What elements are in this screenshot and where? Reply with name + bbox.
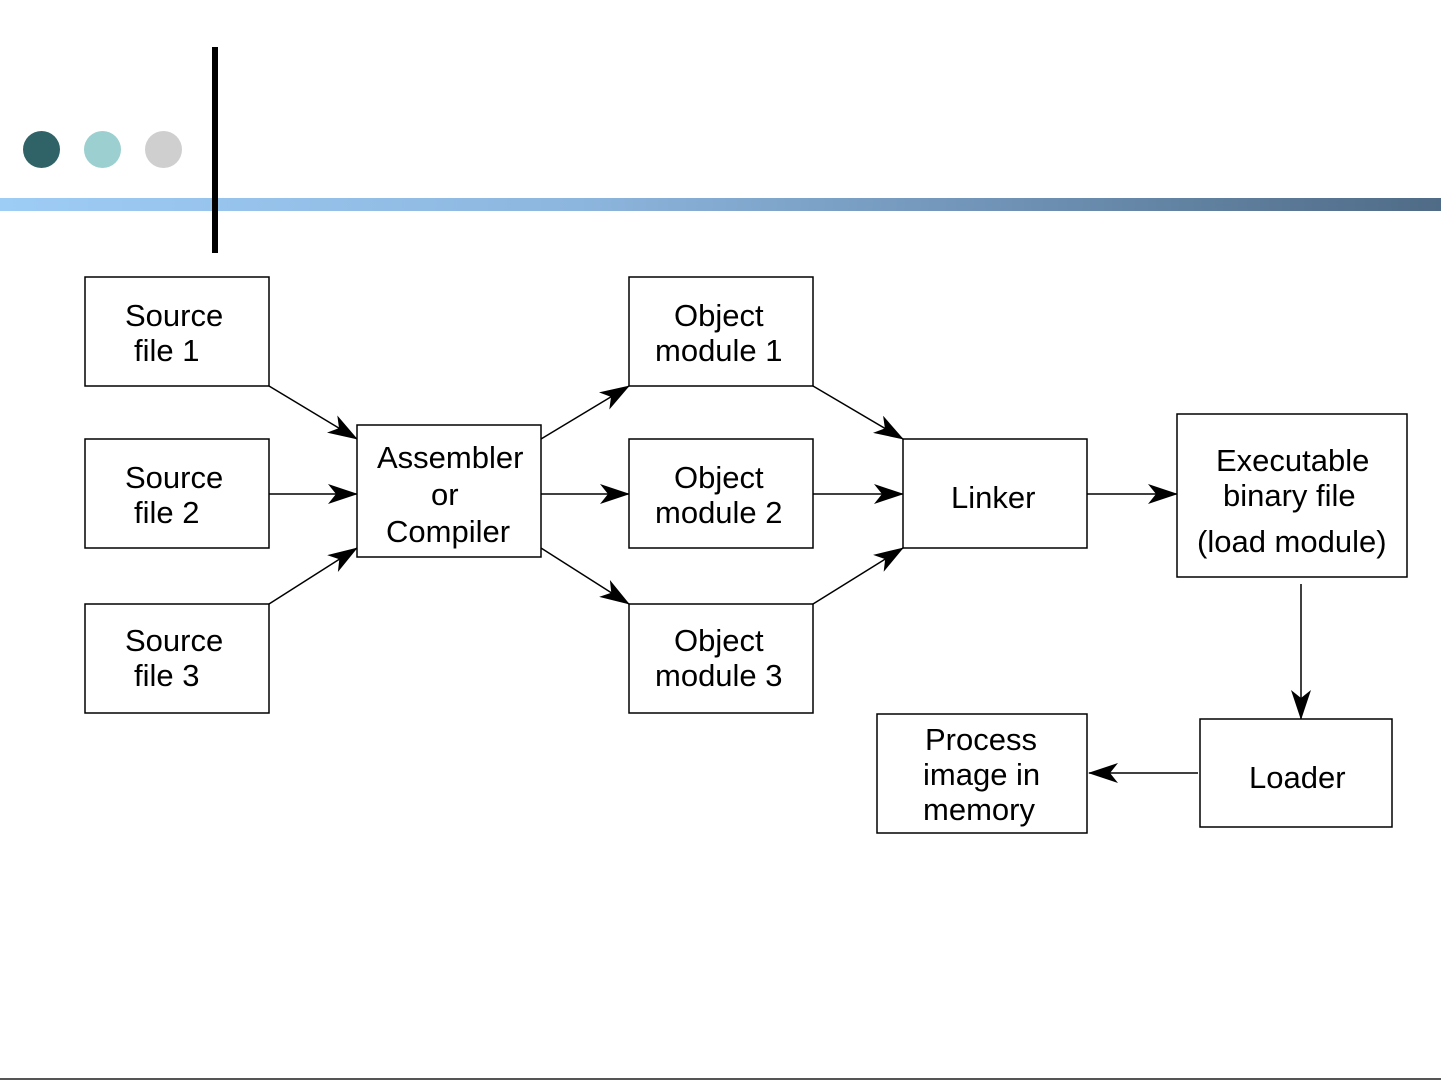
node-source-file-3: Source file 3 xyxy=(85,604,269,713)
node-process-image: Process image in memory xyxy=(877,714,1087,833)
node-label: Executable binary file (load module) xyxy=(1197,443,1387,559)
edge-object3-to-linker xyxy=(813,548,903,604)
edge-compiler-to-object1 xyxy=(541,386,629,439)
edge-compiler-to-object3 xyxy=(541,548,629,604)
node-object-module-1: Object module 1 xyxy=(629,277,813,386)
node-object-module-2: Object module 2 xyxy=(629,439,813,548)
node-label: Object module 1 xyxy=(655,298,783,368)
node-object-module-3: Object module 3 xyxy=(629,604,813,713)
edge-source1-to-compiler xyxy=(269,386,357,439)
node-assembler-compiler: Assembler or Compiler xyxy=(357,425,541,557)
node-source-file-2: Source file 2 xyxy=(85,439,269,548)
node-label: Object module 3 xyxy=(655,623,783,693)
node-label: Linker xyxy=(951,480,1035,515)
edge-object1-to-linker xyxy=(813,386,903,439)
edge-source3-to-compiler xyxy=(269,548,357,604)
node-label: Loader xyxy=(1249,760,1346,795)
node-loader: Loader xyxy=(1200,719,1392,827)
footer-rule xyxy=(0,1078,1441,1080)
node-executable-binary: Executable binary file (load module) xyxy=(1177,414,1407,577)
node-label: Object module 2 xyxy=(655,460,783,530)
node-source-file-1: Source file 1 xyxy=(85,277,269,386)
node-label: Process image in memory xyxy=(923,722,1049,827)
node-linker: Linker xyxy=(903,439,1087,548)
